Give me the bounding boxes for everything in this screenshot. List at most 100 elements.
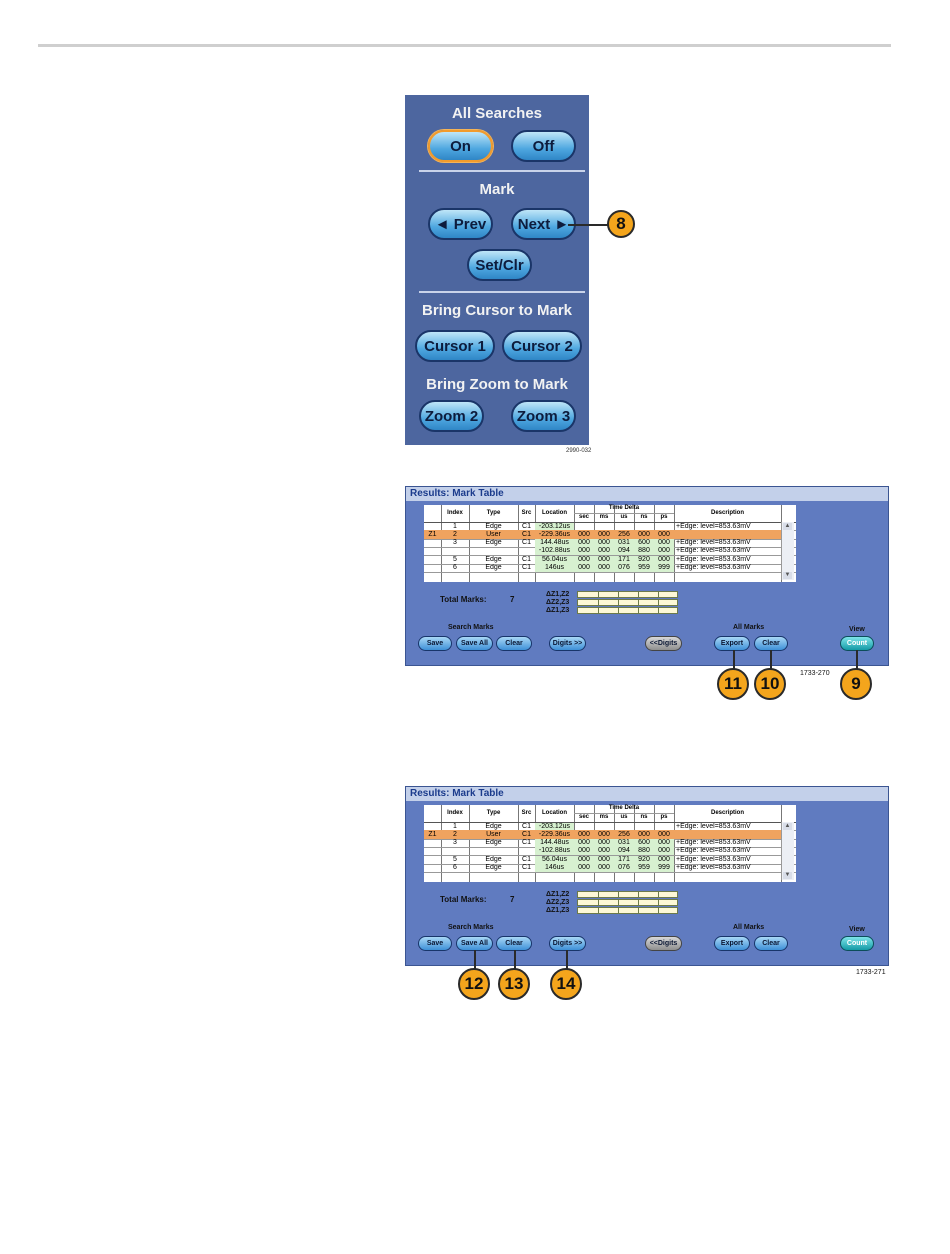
save-all-button[interactable]: Save All <box>456 936 493 951</box>
cursor-2-button[interactable]: Cursor 2 <box>502 330 582 362</box>
table-column-divider <box>518 805 519 882</box>
delta-z1-z2-values <box>577 891 678 898</box>
zoom-2-button[interactable]: Zoom 2 <box>419 400 484 432</box>
table-cell-ms: 000 <box>594 864 614 872</box>
table-header-type: Type <box>486 510 501 516</box>
table-cell-ms: 000 <box>594 855 614 864</box>
table-header-sec: sec <box>578 514 589 520</box>
table-cell-index: 6 <box>453 864 457 871</box>
table-cell-ns: 600 <box>634 839 654 848</box>
digits-more-button[interactable]: Digits >> <box>549 936 586 951</box>
mark-table-title: Results: Mark Table <box>406 787 888 801</box>
export-button[interactable]: Export <box>714 636 750 651</box>
scroll-down-icon[interactable]: ▼ <box>783 572 792 579</box>
table-cell-us: 256 <box>618 530 630 538</box>
table-cell-ps: 999 <box>654 864 674 872</box>
callout-12: 12 <box>458 968 490 1000</box>
table-cell-us: 031 <box>614 839 634 848</box>
table-cell-src: C1 <box>522 830 531 838</box>
scroll-up-icon[interactable]: ▲ <box>783 523 792 530</box>
table-cell-us: 031 <box>614 539 634 548</box>
table-header-ns: ns <box>640 814 648 820</box>
clear-search-button[interactable]: Clear <box>496 636 532 651</box>
table-header-us: us <box>620 514 628 520</box>
table-cell-src: C1 <box>522 855 531 863</box>
searches-off-button[interactable]: Off <box>511 130 576 162</box>
delta-z1-z3-label: ΔZ1,Z3 <box>546 907 570 914</box>
export-button[interactable]: Export <box>714 936 750 951</box>
digits-less-button[interactable]: <<Digits <box>645 936 682 951</box>
table-scrollbar[interactable]: ▲▼ <box>781 822 794 880</box>
digits-less-button[interactable]: <<Digits <box>645 636 682 651</box>
delta-z2-z3-label: ΔZ2,Z3 <box>546 899 570 906</box>
table-header-ps: ps <box>660 814 668 820</box>
callout-leader-line <box>514 950 516 970</box>
table-cell-location: 146us <box>535 564 574 572</box>
callout-10: 10 <box>754 668 786 700</box>
view-label: View <box>849 926 865 933</box>
table-cell-sec: 000 <box>574 839 594 848</box>
table-scrollbar[interactable]: ▲▼ <box>781 522 794 580</box>
table-cell-location: 146us <box>535 864 574 872</box>
mark-title: Mark <box>479 181 515 198</box>
table-cell-us: 094 <box>614 547 634 556</box>
search-control-panel: All Searches On Off Mark ◄ Prev Next ► S… <box>405 95 589 445</box>
table-cell-us: 076 <box>614 864 634 872</box>
delta-z1-z3-values <box>577 607 678 614</box>
next-mark-button[interactable]: Next ► <box>511 208 576 240</box>
callout-leader-line <box>474 950 476 970</box>
table-cell-ps: 000 <box>658 830 670 838</box>
table-row[interactable] <box>424 530 781 539</box>
table-row-divider <box>424 571 796 573</box>
clear-all-marks-button[interactable]: Clear <box>754 636 788 651</box>
table-cell-index: 3 <box>453 839 457 847</box>
table-cell-location: 56.04us <box>535 555 574 564</box>
table-row[interactable] <box>424 830 781 839</box>
table-cell-ms: 000 <box>594 547 614 556</box>
save-button[interactable]: Save <box>418 936 452 951</box>
table-column-divider <box>469 505 470 582</box>
table-cell-ps: 000 <box>654 547 674 556</box>
delta-z1-z2-label: ΔZ1,Z2 <box>546 891 570 898</box>
table-header-location: Location <box>542 810 567 816</box>
scroll-up-icon[interactable]: ▲ <box>783 823 792 830</box>
table-cell-src: C1 <box>522 864 531 871</box>
table-header-location: Location <box>542 510 567 516</box>
prev-mark-button[interactable]: ◄ Prev <box>428 208 493 240</box>
total-marks-label: Total Marks: <box>440 595 487 604</box>
table-cell-src: C1 <box>522 539 531 547</box>
searches-on-button[interactable]: On <box>428 130 493 162</box>
table-cell-z: Z1 <box>428 530 437 538</box>
figure-number: 1733-270 <box>800 670 830 677</box>
table-cell-desc: +Edge: level=853.63mV <box>676 855 751 863</box>
callout-leader-line <box>770 650 772 670</box>
all-marks-label: All Marks <box>733 924 765 931</box>
page-top-rule <box>38 44 891 47</box>
callout-leader-line <box>568 224 608 226</box>
count-view-button[interactable]: Count <box>840 936 874 951</box>
table-header-divider <box>424 522 796 523</box>
zoom-3-button[interactable]: Zoom 3 <box>511 400 576 432</box>
table-header-index: Index <box>447 510 463 516</box>
all-searches-title: All Searches <box>451 105 543 122</box>
table-cell-us: 076 <box>614 564 634 572</box>
clear-all-marks-button[interactable]: Clear <box>754 936 788 951</box>
scroll-down-icon[interactable]: ▼ <box>783 872 792 879</box>
count-view-button[interactable]: Count <box>840 636 874 651</box>
table-cell-location: 56.04us <box>535 855 574 864</box>
cursor-1-button[interactable]: Cursor 1 <box>415 330 495 362</box>
table-cell-type: User <box>486 530 501 538</box>
save-button[interactable]: Save <box>418 636 452 651</box>
table-column-divider <box>441 505 442 582</box>
save-all-button[interactable]: Save All <box>456 636 493 651</box>
table-cell-sec: 000 <box>574 847 594 856</box>
digits-more-button[interactable]: Digits >> <box>549 636 586 651</box>
table-cell-ns: 000 <box>638 830 650 838</box>
table-cell-z: Z1 <box>428 830 437 838</box>
table-cell-ps: 000 <box>654 847 674 856</box>
table-cell-desc: +Edge: level=853.63mV <box>676 864 751 871</box>
clear-search-button[interactable]: Clear <box>496 936 532 951</box>
table-cell-type: Edge <box>485 855 502 863</box>
set-clear-mark-button[interactable]: Set/Clr <box>467 249 532 281</box>
